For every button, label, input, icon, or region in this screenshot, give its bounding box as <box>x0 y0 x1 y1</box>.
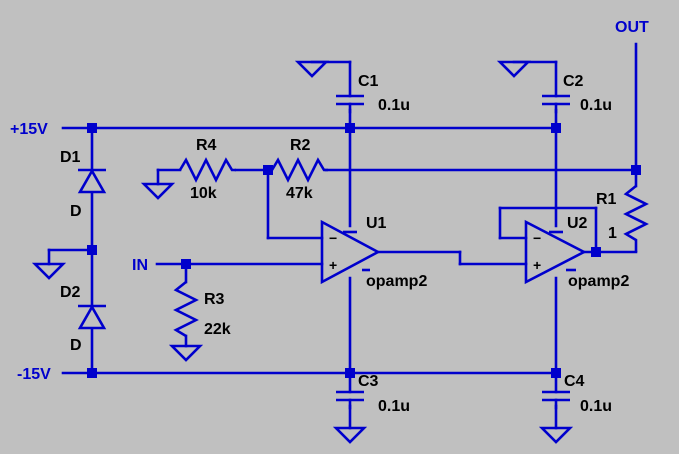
net-label-in: IN <box>132 257 148 274</box>
ground-symbols <box>31 60 574 444</box>
u1-opamp-body <box>320 219 381 285</box>
junction-dot <box>181 259 191 269</box>
r4-value: 10k <box>190 185 217 202</box>
r1-ref: R1 <box>596 191 617 208</box>
ground-icon <box>538 426 574 444</box>
junction-dot <box>631 165 641 175</box>
c1-ref: C1 <box>358 73 379 90</box>
net-label-neg: -15V <box>17 366 51 383</box>
junction-dot <box>551 123 561 133</box>
ground-icon <box>168 344 204 362</box>
r4-ref: R4 <box>196 137 217 154</box>
d2-value: D <box>70 337 82 354</box>
junction-dot <box>345 123 355 133</box>
c2-ref: C2 <box>563 73 584 90</box>
u1-value: opamp2 <box>366 273 427 290</box>
r2-value: 47k <box>286 185 313 202</box>
ground-icon <box>332 426 368 444</box>
r2-zigzag <box>264 157 328 183</box>
r4-zigzag <box>178 157 236 183</box>
c4-ref: C4 <box>564 373 585 390</box>
d1-value: D <box>70 203 82 220</box>
u2-ref: U2 <box>567 215 588 232</box>
junctions <box>87 123 641 378</box>
component-labels: C1 0.1u C2 0.1u C3 0.1u C4 0.1u R4 10k R… <box>60 73 629 415</box>
junction-dot <box>591 247 601 257</box>
junction-dot <box>551 368 561 378</box>
u1-plus-mark: + <box>329 257 337 273</box>
capacitors <box>336 94 570 410</box>
ground-icon <box>31 262 67 280</box>
c3-ref: C3 <box>358 373 379 390</box>
r1-zigzag <box>623 184 649 252</box>
junction-dot <box>345 368 355 378</box>
net-label-out: OUT <box>615 19 649 36</box>
r1-value: 1 <box>608 225 617 242</box>
ground-icon <box>140 182 176 200</box>
d1-triangle <box>77 168 107 194</box>
u2-minus-mark: − <box>533 230 541 246</box>
junction-dot <box>87 368 97 378</box>
d2-triangle <box>77 304 107 330</box>
junction-dot <box>263 165 273 175</box>
net-label-pos: +15V <box>10 121 48 138</box>
net-labels: +15V -15V IN OUT <box>10 19 649 383</box>
ground-icon <box>496 60 532 78</box>
diodes <box>77 168 107 330</box>
ground-icon <box>294 60 330 78</box>
u1-minus-mark: − <box>329 230 337 246</box>
u2-opamp-body <box>524 219 587 285</box>
opamps: − + − + <box>320 219 587 285</box>
junction-dot <box>87 123 97 133</box>
r3-zigzag <box>173 280 199 338</box>
r3-value: 22k <box>204 321 231 338</box>
u1-ref: U1 <box>366 215 387 232</box>
u2-value: opamp2 <box>568 273 629 290</box>
r2-ref: R2 <box>290 137 311 154</box>
junction-dot <box>87 245 97 255</box>
d2-ref: D2 <box>60 284 81 301</box>
c1-value: 0.1u <box>378 97 410 114</box>
resistors <box>173 157 649 338</box>
r3-ref: R3 <box>204 291 225 308</box>
c3-value: 0.1u <box>378 398 410 415</box>
c2-value: 0.1u <box>580 97 612 114</box>
c4-value: 0.1u <box>580 398 612 415</box>
d1-ref: D1 <box>60 149 81 166</box>
u2-plus-mark: + <box>533 257 541 273</box>
wires <box>47 42 638 430</box>
